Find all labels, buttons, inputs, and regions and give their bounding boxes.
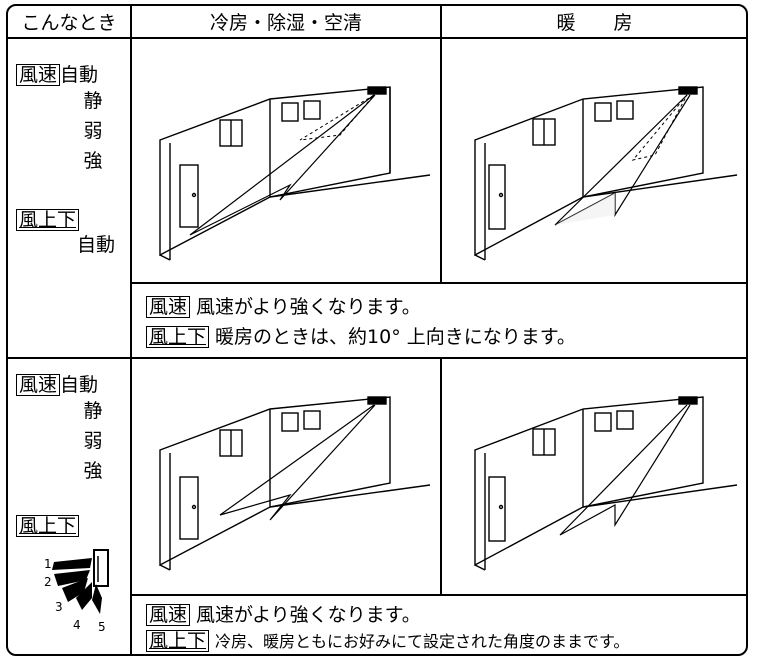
header-divider (7, 37, 747, 39)
fan-speed-option: 弱 (83, 430, 103, 452)
row1-fan-speed: 風速自動 (16, 64, 98, 86)
louver-number: 1 (44, 557, 52, 571)
updown-value: 自動 (77, 234, 116, 256)
fan-speed-option: 静 (83, 90, 103, 112)
row1-updown: 風上下 (16, 209, 80, 231)
row2-note-updown: 風上下冷房、暖房ともにお好みにて設定された角度のままです。 (146, 628, 629, 652)
mode-divider-top (440, 5, 442, 282)
fan-speed-option: 弱 (83, 120, 103, 142)
louver-number: 2 (44, 575, 52, 589)
fan-speed-box: 風速 (16, 64, 61, 86)
fan-speed-box: 風速 (16, 374, 61, 396)
fan-speed-option: 静 (83, 400, 103, 422)
fan-speed-value: 自動 (60, 64, 99, 86)
updown-box: 風上下 (16, 209, 80, 231)
room-diagram-cooling-manual (159, 396, 431, 571)
note-text: 暖房のときは、約10° 上向きになります。 (215, 326, 576, 348)
louver-angle-icon (52, 549, 109, 614)
note-box: 風速 (146, 296, 191, 318)
label-column-divider (130, 5, 132, 655)
header-situation: こんなとき (21, 12, 117, 34)
row2-fan-speed: 風速自動 (16, 374, 98, 396)
louver-number: 5 (98, 620, 106, 634)
row2-updown: 風上下 (16, 515, 80, 537)
fan-speed-value: 自動 (60, 374, 99, 396)
room-diagram-heating-auto (474, 86, 738, 261)
row1-note-updown: 風上下暖房のときは、約10° 上向きになります。 (146, 322, 576, 349)
note-box: 風上下 (146, 630, 210, 652)
row2-note-fan-speed: 風速風速がより強くなります。 (146, 600, 421, 627)
table-frame (6, 4, 748, 656)
mode-divider-bottom (440, 357, 442, 594)
updown-box: 風上下 (16, 515, 80, 537)
room-diagram-cooling-auto (159, 86, 431, 261)
note-text: 風速がより強くなります。 (196, 604, 421, 626)
note-box: 風速 (146, 604, 191, 626)
louver-number: 4 (73, 618, 81, 632)
row2-diagram-divider (130, 594, 747, 596)
row1-diagram-divider (130, 282, 747, 284)
fan-speed-option: 強 (83, 150, 103, 172)
row1-note-fan-speed: 風速風速がより強くなります。 (146, 292, 421, 319)
row-divider (7, 357, 747, 359)
note-text: 冷房、暖房ともにお好みにて設定された角度のままです。 (215, 632, 630, 651)
room-diagram-heating-manual (474, 396, 738, 571)
fan-speed-option: 強 (83, 460, 103, 482)
note-text: 風速がより強くなります。 (196, 296, 421, 318)
header-cooling: 冷房・除湿・空清 (209, 12, 362, 34)
header-heating: 暖 房 (556, 12, 633, 34)
louver-number: 3 (55, 600, 63, 614)
note-box: 風上下 (146, 326, 210, 348)
